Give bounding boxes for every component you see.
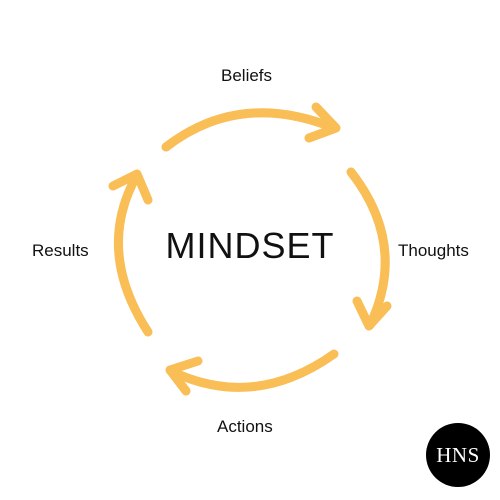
arrowhead-right <box>352 296 392 331</box>
center-title: MINDSET <box>165 225 335 266</box>
logo-text: HNS <box>436 442 480 467</box>
arrowhead-top <box>304 102 341 143</box>
node-thoughts: Thoughts <box>398 241 469 260</box>
node-actions: Actions <box>217 417 273 436</box>
node-results: Results <box>32 241 89 260</box>
node-beliefs: Beliefs <box>221 66 273 85</box>
arrow-thoughts-to-actions <box>346 167 390 330</box>
arrow-actions-to-results <box>168 349 339 392</box>
hns-logo: HNS <box>426 423 490 487</box>
arrowhead-bottom <box>165 356 203 396</box>
arrowhead-left <box>108 169 153 205</box>
arrow-results-to-beliefs <box>113 170 153 337</box>
arrow-beliefs-to-thoughts <box>161 108 339 152</box>
